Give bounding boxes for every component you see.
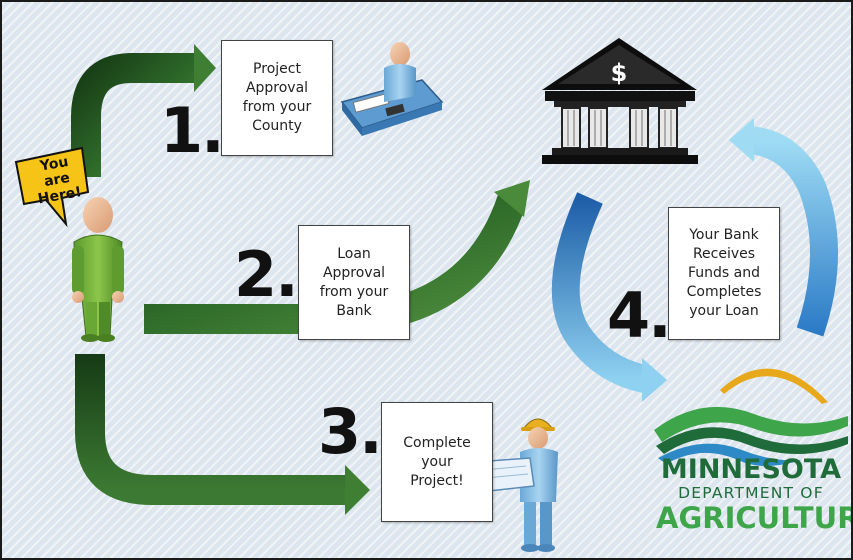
step-4-line: your Loan	[689, 303, 759, 319]
step-3-line: Project!	[410, 472, 464, 489]
step-4-number: 4.	[607, 279, 672, 352]
you-are-here-callout	[14, 146, 90, 228]
step-2-box: Loan Approval from your Bank	[298, 225, 410, 340]
logo-line-2: DEPARTMENT OF	[678, 484, 824, 502]
step-1-line: Approval	[245, 80, 309, 96]
logo-line-3: AGRICULTURE	[656, 501, 851, 535]
step-4-line: Funds and	[687, 265, 760, 281]
step-3-box: Complete your Project!	[381, 402, 493, 522]
step-1-box: Project Approval from your County	[221, 40, 333, 156]
arrow-to-step-1	[71, 44, 216, 177]
step-2-line: Approval	[322, 264, 386, 281]
mda-logo-text: MINNESOTA DEPARTMENT OF AGRICULTURE	[656, 454, 851, 535]
arrow-to-step-3	[75, 354, 370, 515]
step-4-box: Your Bank Receives Funds and Completes y…	[668, 207, 780, 340]
step-3-line: Complete	[403, 434, 471, 451]
step-1-number: 1.	[160, 94, 225, 167]
arrow-logo-to-bank	[729, 118, 838, 337]
mda-logo-icon	[654, 368, 848, 466]
dollar-sign-icon: $	[611, 59, 628, 87]
step-2-line: Loan	[337, 245, 371, 262]
step-4-line: Completes	[686, 284, 762, 300]
callout-text: You are Here!	[24, 151, 89, 208]
arrow-bank-to-logo	[551, 192, 667, 402]
step-3-number: 3.	[318, 395, 383, 468]
step-1-line: from your	[242, 99, 312, 115]
step-3-line: your	[421, 453, 453, 470]
logo-line-1: MINNESOTA	[660, 454, 842, 485]
step-2-number: 2.	[234, 238, 299, 311]
step-1-line: County	[252, 118, 302, 134]
step-4-line: Receives	[692, 246, 756, 262]
desk-clerk-icon	[340, 42, 444, 136]
step-2-line: Bank	[336, 302, 372, 319]
bank-building-icon: $	[542, 38, 698, 164]
step-4-line: Your Bank	[689, 227, 759, 243]
step-2-line: from your	[319, 283, 389, 300]
person-figure-icon	[72, 197, 124, 342]
step-1-line: Project	[253, 61, 301, 77]
